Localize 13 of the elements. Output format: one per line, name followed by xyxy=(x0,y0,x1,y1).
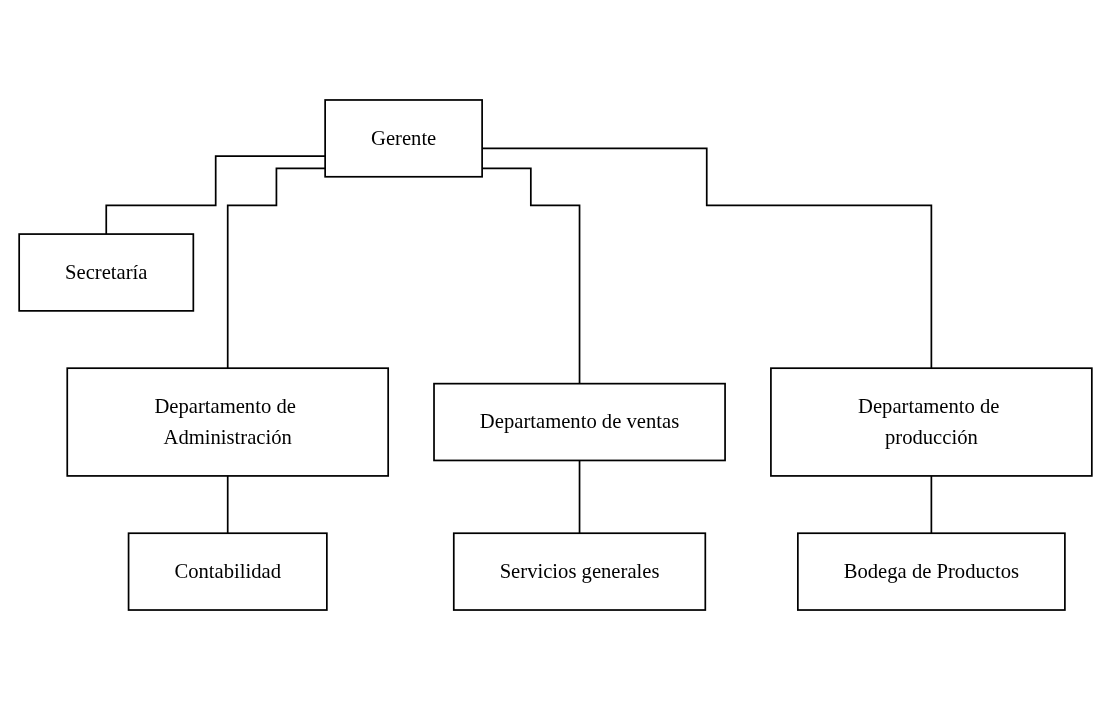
node-box: Gerente xyxy=(324,99,483,178)
connector xyxy=(930,475,933,535)
node-box: Secretaría xyxy=(18,233,195,312)
connector xyxy=(226,167,326,370)
node-box: Contabilidad xyxy=(127,532,328,611)
connector xyxy=(578,459,581,535)
node-box: Departamento de Administración xyxy=(66,367,390,477)
node-box: Departamento de producción xyxy=(770,367,1093,477)
node-box: Servicios generales xyxy=(452,532,707,611)
node-box: Departamento de ventas xyxy=(433,382,726,462)
connector xyxy=(105,155,326,235)
connector xyxy=(226,475,229,535)
node-box: Bodega de Productos xyxy=(797,532,1066,611)
